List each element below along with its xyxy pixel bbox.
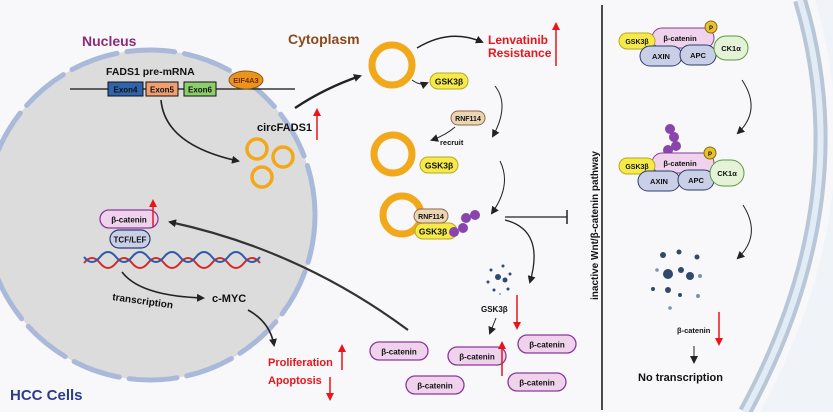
eif4a3-label: EIF4A3 xyxy=(233,76,258,85)
gsk3b-protein: GSK3β xyxy=(429,72,469,90)
rnf114-protein: RNF114 xyxy=(450,110,486,126)
complex1-axin-label: AXIN xyxy=(652,52,670,61)
pathway-label: inactive Wnt/β-catenin pathway xyxy=(590,151,601,300)
beta-catenin-5: β-catenin xyxy=(507,372,567,392)
complex2-ck1a-label: CK1α xyxy=(717,169,737,178)
exon5-label: Exon5 xyxy=(150,86,175,95)
recruit-label: recruit xyxy=(440,138,464,147)
rnf114-bound-label: RNF114 xyxy=(418,214,444,221)
pre-mrna-label: FADS1 pre-mRNA xyxy=(106,66,195,78)
exon4-box: Exon4 xyxy=(107,81,144,97)
beta-catenin-1-label: β-catenin xyxy=(381,348,417,357)
lenvatinib-label: Lenvatinib xyxy=(488,33,548,47)
bind-arrow xyxy=(411,79,429,90)
beta-catenin-3: β-catenin xyxy=(517,334,577,354)
recruit-arrow xyxy=(430,126,456,142)
rnf114-bound: RNF114 xyxy=(413,208,449,224)
catenin-degraded-label: β-catenin xyxy=(677,326,711,335)
gsk3b-ub-label: GSK3β xyxy=(419,227,447,237)
complex1-phospho-label: P xyxy=(709,26,713,32)
apoptosis-label: Apoptosis xyxy=(268,375,322,387)
step-arrow-2 xyxy=(490,160,505,215)
step-arrow-1 xyxy=(492,85,503,138)
degraded-beta-catenin-fragments xyxy=(651,249,702,310)
beta-catenin-4: β-catenin xyxy=(405,375,465,395)
cmyc-label: c-MYC xyxy=(212,293,246,305)
no-transcription-label: No transcription xyxy=(638,372,723,384)
cell-membrane xyxy=(738,0,833,416)
destruction-complex-1: β-catenin GSK3β AXIN APC CK1α P xyxy=(618,20,749,67)
gsk3b-bound: GSK3β xyxy=(419,156,459,174)
to-resistance-arrow xyxy=(416,35,484,49)
gsk3b-degraded-label: GSK3β xyxy=(481,305,508,314)
circrna-cluster xyxy=(245,137,295,189)
complex-step-arrow-2 xyxy=(736,204,752,260)
gsk3b-to-catenin-arrow xyxy=(488,317,497,335)
translocation-arrow xyxy=(168,219,409,331)
eif4a3-protein: EIF4A3 xyxy=(228,70,264,90)
gsk3b-bound-label: GSK3β xyxy=(425,161,453,171)
beta-catenin-5-label: β-catenin xyxy=(519,379,555,388)
dna-helix xyxy=(83,251,261,269)
beta-catenin-1: β-catenin xyxy=(369,341,429,361)
nucleus-title: Nucleus xyxy=(82,33,137,49)
circfads1-cytoplasm xyxy=(368,41,416,89)
circrna-gsk3b-complex xyxy=(370,131,416,177)
complex2-catenin-label: β-catenin xyxy=(663,159,697,168)
complex1-apc-label: APC xyxy=(690,51,706,60)
degraded-gsk3b-fragments xyxy=(486,264,512,295)
nuclear-beta-catenin-label: β-catenin xyxy=(111,216,147,225)
ubiquitin-chain xyxy=(449,210,480,237)
nuclear-beta-catenin: β-catenin xyxy=(99,209,159,229)
proliferation-label: Proliferation xyxy=(268,357,333,369)
complex2-gsk3b-label: GSK3β xyxy=(625,164,649,171)
resistance-label-text: Resistance xyxy=(488,46,552,60)
circfads1-label: circFADS1 xyxy=(257,122,312,134)
complex1-catenin-label: β-catenin xyxy=(663,34,697,43)
beta-catenin-3-label: β-catenin xyxy=(529,341,565,350)
beta-catenin-2-label: β-catenin xyxy=(459,353,495,362)
complex2-axin-label: AXIN xyxy=(650,177,668,186)
hcc-cells-title: HCC Cells xyxy=(10,387,83,404)
transcription-arrow xyxy=(121,271,205,302)
splicing-arrow xyxy=(160,99,240,164)
complex2-phospho-label: P xyxy=(708,152,712,158)
beta-catenin-2: β-catenin xyxy=(447,346,507,366)
exon4-label: Exon4 xyxy=(113,86,138,95)
gsk3b-label: GSK3β xyxy=(435,77,463,87)
complex1-gsk3b-label: GSK3β xyxy=(625,39,649,46)
tcf-lef-label: TCF/LEF xyxy=(114,236,147,245)
export-arrow xyxy=(294,74,362,110)
complex1-ck1a-label: CK1α xyxy=(721,44,741,53)
degradation-arrow xyxy=(504,219,536,284)
cytoplasm-title: Cytoplasm xyxy=(288,31,360,47)
complex2-apc-label: APC xyxy=(688,176,704,185)
exon6-label: Exon6 xyxy=(188,86,213,95)
rnf114-label: RNF114 xyxy=(455,116,481,123)
cmyc-effect-arrow xyxy=(247,309,277,347)
tcf-lef-factor: TCF/LEF xyxy=(109,229,151,249)
exon6-box: Exon6 xyxy=(183,81,217,97)
beta-catenin-4-label: β-catenin xyxy=(417,382,453,391)
complex-step-arrow-1 xyxy=(736,79,752,135)
destruction-complex-2: β-catenin GSK3β AXIN APC CK1α P xyxy=(618,124,745,192)
exon5-box: Exon5 xyxy=(145,81,179,97)
